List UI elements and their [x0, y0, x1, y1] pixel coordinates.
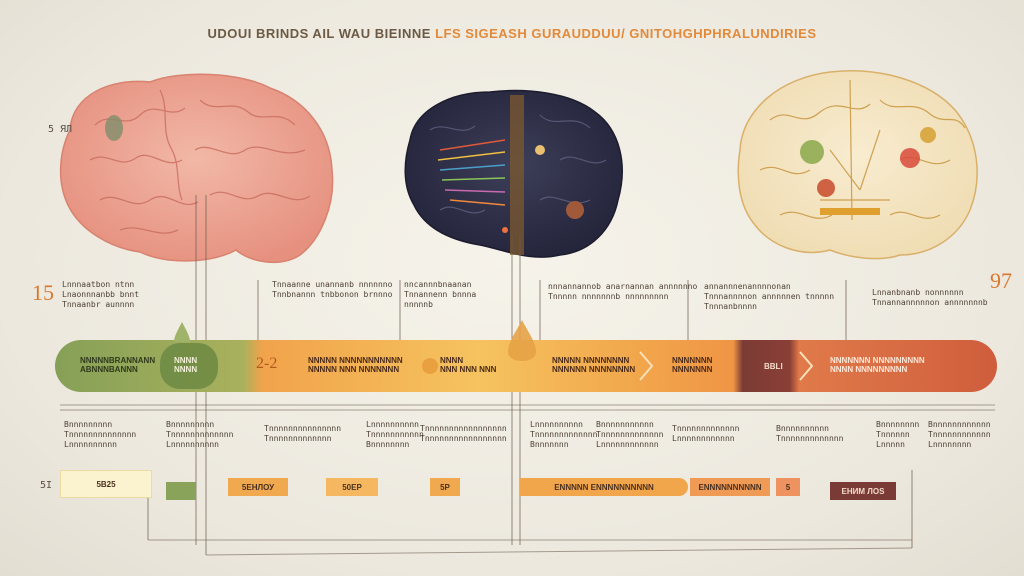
top-note-2: Tnnaanne unannanb nnnnnno Tnnbnannn tnbb… — [272, 280, 393, 299]
top-note-3: nncannnbnaanan Tnnannenn bnnna nnnnnb — [404, 280, 477, 309]
chip-4: 50EP — [326, 478, 378, 496]
bottom-note-2: Bnnnnnnnnn Tnnnnnnnnnnnnn Lnnnnnnnnnn — [166, 420, 234, 449]
dark-brain-illustration — [404, 89, 623, 258]
band-chip-label: NNNN NNNN — [174, 356, 198, 374]
bottom-note-9: Bnnnnnnnnnn Tnnnnnnnnnnnnn — [776, 424, 844, 443]
chip-1: 5В25 — [60, 470, 152, 498]
band-label-3: NNNNN NNNNNNNNNNN NNNNN NNN NNNNNNN — [308, 356, 403, 374]
chip-6: ENNNNN ENNNNNNNNNN — [520, 478, 688, 496]
bottom-note-11: Bnnnnnnnnnnnn Tnnnnnnnnnnnn Lnnnnnnnn — [928, 420, 991, 449]
bottom-note-1: Bnnnnnnnnn Tnnnnnnnnnnnnnn Lnnnnnnnnnn — [64, 420, 137, 449]
right-number: 97 — [990, 268, 1012, 293]
band-label-6: NNNNNNN NNNNNNN — [672, 356, 713, 374]
bottom-left-mark: 5Ӏ — [40, 480, 53, 491]
chip-7: ENNNNNNNNNN — [690, 478, 770, 496]
band-label-4: NNNN NNN NNN NNN — [440, 356, 497, 374]
chip-2 — [166, 482, 196, 500]
left-number: 15 — [32, 280, 54, 305]
cream-brain-illustration — [737, 70, 978, 260]
pink-brain-illustration — [59, 73, 334, 263]
band-label-5: NNNNN NNNNNNNN NNNNNN NNNNNNNN — [552, 356, 636, 374]
chip-5: 5Р — [430, 478, 460, 496]
left-small-mark: 5 ЯЛ — [48, 124, 73, 135]
top-note-1: Lnnnaatbon ntnn Lnaonnnanbb bnnt Tnnaanb… — [62, 280, 140, 309]
bottom-note-7: Bnnnnnnnnnnn Tnnnnnnnnnnnnn Lnnnnnnnnnnn… — [596, 420, 664, 449]
band-label-7: BBLI — [764, 362, 783, 371]
bottom-note-10: Bnnnnnnnn Tnnnnnn Lnnnnn — [876, 420, 920, 449]
page-title: UDOUI BRINDS AIL WAU BIEINNE LFS SIGEASH… — [207, 26, 817, 41]
bottom-note-5: Tnnnnnnnnnnnnnnnnn Tnnnnnnnnnnnnnnnnn — [420, 424, 507, 443]
top-note-5: annannnenannnnonan Tnnnannnnon annnnnen … — [704, 282, 835, 311]
bottom-note-6: Lnnnnnnnnnn Tnnnnnnnnnnnnn Bnnnnnnn — [530, 420, 598, 449]
band-label-1: NNNNNBRANNANN ABNNNBANNN — [80, 356, 156, 374]
bottom-note-3: Tnnnnnnnnnnnnnnn Tnnnnnnnnnnnnn — [264, 424, 342, 443]
chip-9: ЕНИМ ЛОS — [830, 482, 896, 500]
bottom-note-8: Tnnnnnnnnnnnnn Lnnnnnnnnnnnn — [672, 424, 740, 443]
chip-8: 5 — [776, 478, 800, 496]
band-chip-green — [160, 343, 218, 389]
top-note-4: nnnannannob anarnannan annnnnno Tnnnnn n… — [548, 282, 698, 301]
bottom-note-4: Lnnnnnnnnnn Tnnnnnnnnnnn Bnnnnnnnn — [366, 420, 424, 449]
band-number-2: 2-2 — [256, 355, 278, 372]
band-label-8: NNNNNNN NNNNNNNNN NNNN NNNNNNNNN — [830, 356, 925, 374]
timeline-band — [55, 340, 997, 392]
top-note-6: Lnnanbnanb nonnnnnn Tnnannannnnnon annnn… — [872, 288, 988, 307]
chip-3: 5ЕНЛОУ — [228, 478, 288, 496]
